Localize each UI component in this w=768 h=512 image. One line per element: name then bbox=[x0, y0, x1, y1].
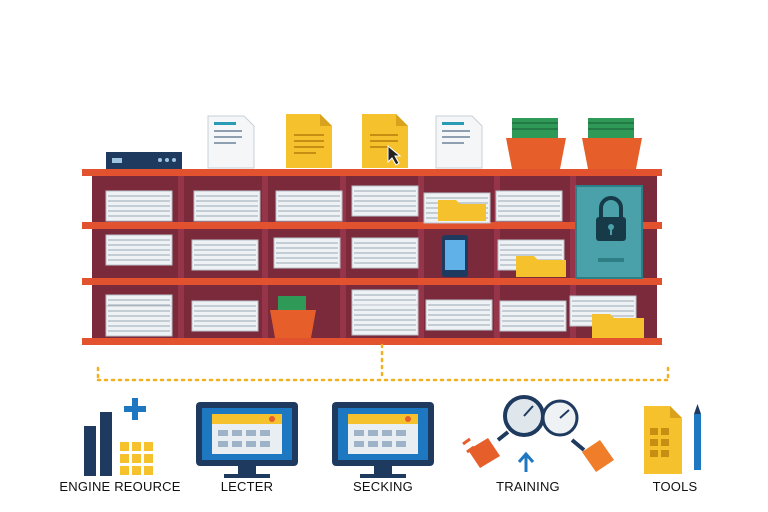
lecter-label: LECTER bbox=[220, 479, 274, 494]
bar-chart-icon bbox=[84, 398, 153, 476]
tools-label: TOOLS bbox=[652, 479, 698, 494]
plant-pot-icon bbox=[582, 118, 642, 169]
monitor-icon bbox=[196, 402, 298, 478]
folder-icon bbox=[516, 256, 566, 277]
folder-icon bbox=[592, 314, 644, 338]
phone-icon bbox=[442, 235, 468, 277]
yellow-document-icon bbox=[286, 114, 332, 168]
monitor-icon bbox=[332, 402, 434, 478]
document-pencil-icon bbox=[644, 404, 701, 474]
gauges-plug-icon bbox=[462, 395, 614, 472]
text-document-icon bbox=[435, 115, 483, 169]
connector-lines bbox=[96, 343, 670, 382]
shelf-dividers bbox=[178, 174, 576, 344]
folder-icon bbox=[438, 200, 486, 221]
yellow-document-cursor-icon bbox=[362, 114, 408, 168]
shelf-boards bbox=[82, 169, 662, 345]
plant-pot-icon bbox=[270, 296, 316, 338]
engine-reource-label: ENGINE REOURCE bbox=[59, 479, 181, 494]
text-document-icon bbox=[207, 115, 255, 169]
secking-label: SECKING bbox=[353, 479, 413, 494]
training-label: TRAINING bbox=[496, 479, 560, 494]
router-icon bbox=[106, 152, 182, 169]
plant-pot-icon bbox=[506, 118, 566, 169]
lock-cabinet-icon bbox=[575, 185, 643, 279]
